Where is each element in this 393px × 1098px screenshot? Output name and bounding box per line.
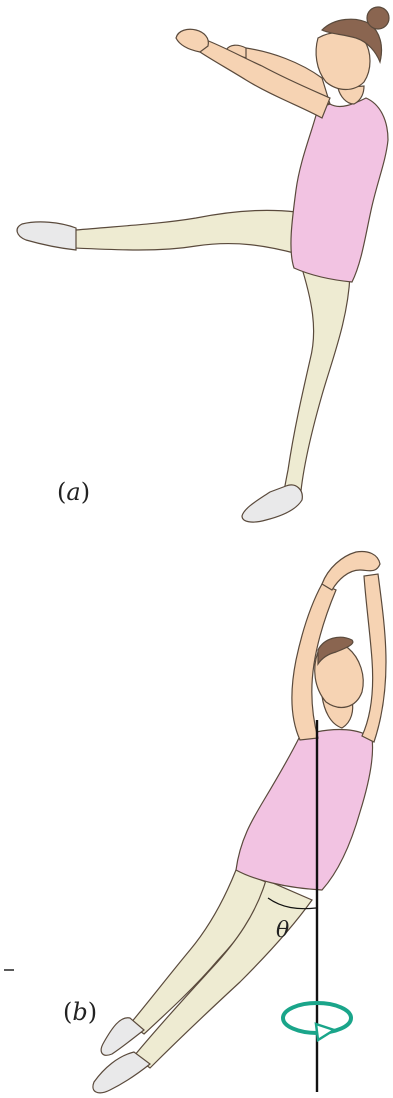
theta-label: θ bbox=[276, 918, 289, 943]
panel-a-label: (a) bbox=[57, 478, 90, 506]
dancer-b-leotard bbox=[236, 730, 373, 890]
dancer-a-standing-shoe bbox=[242, 485, 302, 522]
panel-b-label-open: ( bbox=[63, 998, 72, 1026]
panel-b-label: (b) bbox=[63, 998, 97, 1026]
dancer-a-raised-shoe bbox=[17, 222, 76, 250]
dancer-b-illustration bbox=[0, 540, 393, 1098]
dancer-a-hair-bun bbox=[367, 7, 389, 29]
dancer-a-fist bbox=[176, 29, 208, 52]
panel-b: (b) θ bbox=[0, 540, 393, 1098]
panel-a-label-letter: a bbox=[66, 478, 80, 506]
dancer-a-illustration bbox=[0, 0, 393, 540]
panel-a-label-open: ( bbox=[57, 478, 66, 506]
dancer-b-right-arm bbox=[362, 574, 386, 742]
panel-a: (a) bbox=[0, 0, 393, 540]
dancer-a-leotard bbox=[291, 98, 388, 282]
dancer-a-standing-leg bbox=[282, 262, 350, 502]
panel-a-label-close: ) bbox=[81, 478, 90, 506]
panel-b-label-close: ) bbox=[88, 998, 97, 1026]
panel-b-label-letter: b bbox=[72, 998, 87, 1026]
dancer-b-front-shoe bbox=[93, 1052, 150, 1093]
dancer-a-raised-leg bbox=[74, 210, 298, 254]
rotation-arrowhead-icon bbox=[316, 1024, 334, 1040]
